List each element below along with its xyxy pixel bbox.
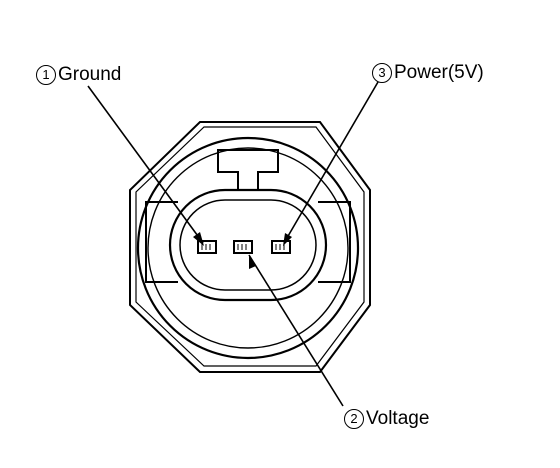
socket-inner (179, 199, 317, 291)
right-locking-tab (318, 201, 351, 283)
ground-leader-line (87, 85, 204, 244)
power-number-badge: 3 (372, 63, 392, 83)
ground-arrowhead (193, 232, 204, 246)
ground-label: Ground (58, 64, 122, 85)
connector-key (217, 149, 279, 191)
voltage-arrowhead (249, 255, 256, 269)
voltage-number-badge: 2 (344, 409, 364, 429)
power-label: Power(5V) (394, 62, 484, 83)
connector-housing-inner (147, 147, 349, 349)
terminal-voltage (233, 240, 253, 254)
left-locking-tab (145, 201, 178, 283)
power-leader-line (283, 81, 379, 244)
power-arrowhead (283, 233, 292, 246)
voltage-leader-line (248, 254, 344, 407)
voltage-label: Voltage (366, 408, 430, 429)
hex-body-inner (135, 126, 365, 367)
hex-body-outline (129, 121, 371, 373)
connector-housing-outer (136, 136, 360, 360)
terminal-ground (197, 240, 217, 254)
ground-number-badge: 1 (36, 65, 56, 85)
terminal-power (271, 240, 291, 254)
socket-outer (168, 188, 328, 302)
